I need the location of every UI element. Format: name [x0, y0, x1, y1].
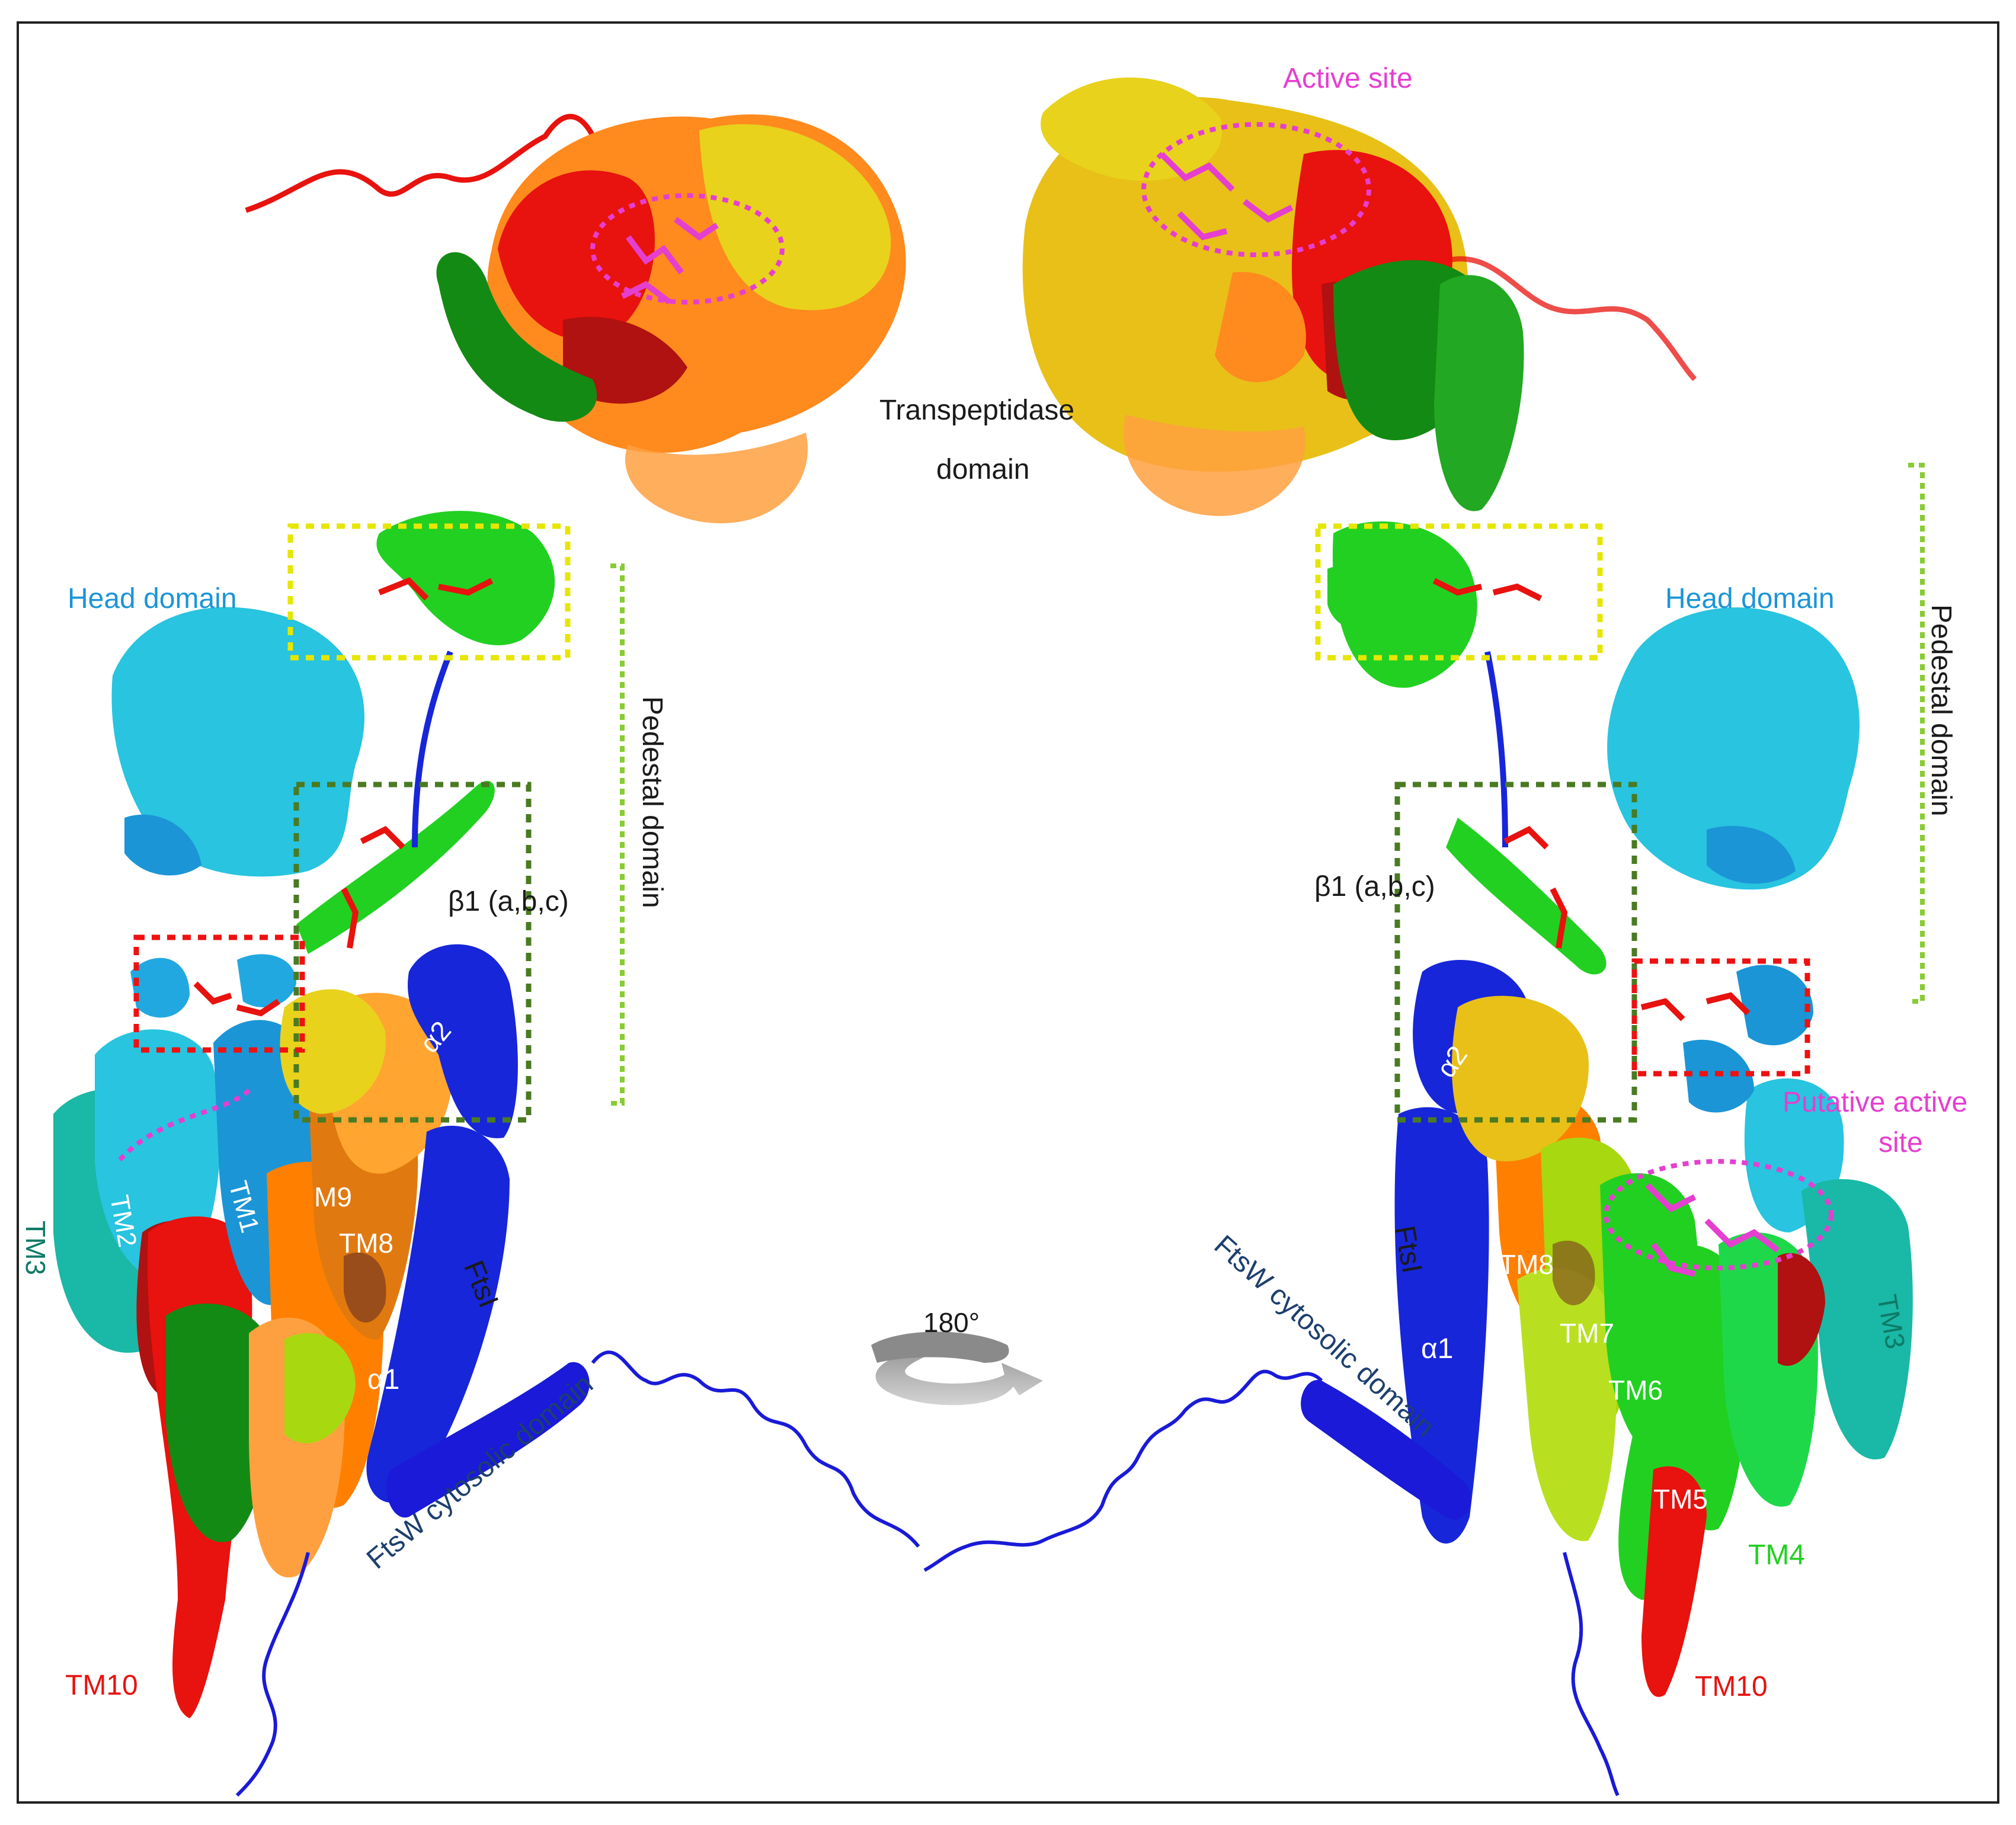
left-green-pedestal — [376, 511, 555, 645]
right-red-box — [1631, 958, 1810, 1077]
left-putative-site-marker — [116, 1088, 251, 1163]
left-tm-bundle — [53, 954, 453, 1718]
transpeptidase-label: Transpeptidase — [879, 395, 1074, 426]
left-c-tail — [591, 1350, 920, 1548]
m9-label: M9 — [314, 1182, 352, 1212]
tm6-label: TM6 — [1608, 1375, 1663, 1405]
left-ftsi-alpha1 — [366, 1125, 510, 1503]
right-green-box — [1394, 782, 1637, 1123]
left-red-box — [133, 934, 305, 1053]
right-red-sticks — [1432, 578, 1751, 1022]
tm5-label: TM5 — [1653, 1484, 1708, 1515]
left-structure — [53, 114, 920, 1797]
right-c-tail — [923, 1369, 1323, 1572]
tm8-label-right: TM8 — [1499, 1249, 1554, 1280]
pedestal-domain-label-right: Pedestal domain — [1925, 604, 1957, 817]
rotation-arrow — [871, 1331, 1043, 1405]
right-pedestal-bracket — [1908, 463, 1925, 1004]
putative-active-site-label-line1: Putative active — [1783, 1087, 1967, 1118]
left-ftsi-alpha2 — [408, 944, 518, 1138]
left-active-site-marker — [590, 193, 785, 305]
right-n-tail — [1563, 1552, 1620, 1797]
tm4-label: TM4 — [1748, 1539, 1805, 1571]
transpeptidase-domain-label: domain — [936, 454, 1029, 485]
right-active-site-marker — [1141, 122, 1371, 257]
tm7-label: TM7 — [1560, 1318, 1614, 1349]
right-active-site-sticks — [1159, 152, 1780, 1277]
left-head-domain-shape — [111, 607, 364, 877]
alpha1-label-right: α1 — [1421, 1333, 1453, 1365]
left-red-tail — [245, 114, 601, 213]
left-green-strands — [296, 780, 495, 954]
left-n-tail — [235, 1552, 310, 1797]
left-blue-linker — [412, 651, 453, 848]
tm8-label-left: TM8 — [339, 1228, 393, 1259]
right-ftsi-alpha1 — [1394, 1107, 1489, 1544]
head-domain-label-left: Head domain — [68, 583, 237, 614]
right-green-left-bits — [1327, 565, 1382, 629]
alpha1-label-left: α1 — [367, 1364, 399, 1395]
right-green-helix — [1434, 275, 1524, 511]
pedestal-domain-label-left: Pedestal domain — [636, 696, 668, 908]
left-active-site-sticks — [620, 217, 719, 305]
rotation-label: 180° — [923, 1307, 980, 1338]
right-red-tail — [1445, 256, 1697, 382]
right-green-strands — [1446, 818, 1607, 975]
tm3-label-left: TM3 — [20, 1221, 51, 1275]
figure-frame — [17, 21, 1999, 1804]
right-head-domain-shape — [1607, 607, 1860, 890]
left-transpeptidase-domain — [487, 114, 906, 524]
right-yellow-box — [1315, 523, 1603, 661]
tm10-label-right: TM10 — [1695, 1671, 1768, 1702]
right-blue-linker — [1484, 651, 1508, 848]
beta-strand-label-left: β1 (a,b,c) — [448, 886, 569, 917]
left-green-box — [293, 782, 532, 1123]
right-structure — [923, 77, 1925, 1797]
putative-active-site-label-line2: site — [1879, 1127, 1923, 1158]
tm10-label-left: TM10 — [65, 1670, 138, 1701]
right-ftsw-helix — [1301, 1379, 1471, 1520]
head-domain-label-right: Head domain — [1665, 583, 1835, 614]
left-green-beta — [436, 252, 597, 422]
active-site-label: Active site — [1283, 63, 1413, 94]
left-pedestal-bracket — [610, 563, 625, 1106]
beta-strand-label-right: β1 (a,b,c) — [1314, 871, 1435, 902]
right-tm-bundle — [1451, 965, 1913, 1697]
right-green-pedestal — [1332, 521, 1477, 688]
left-ftsw-helix — [386, 1362, 590, 1518]
left-yellow-box — [287, 523, 571, 661]
left-red-sticks — [193, 577, 494, 1017]
right-putative-site-marker — [1604, 1159, 1833, 1270]
